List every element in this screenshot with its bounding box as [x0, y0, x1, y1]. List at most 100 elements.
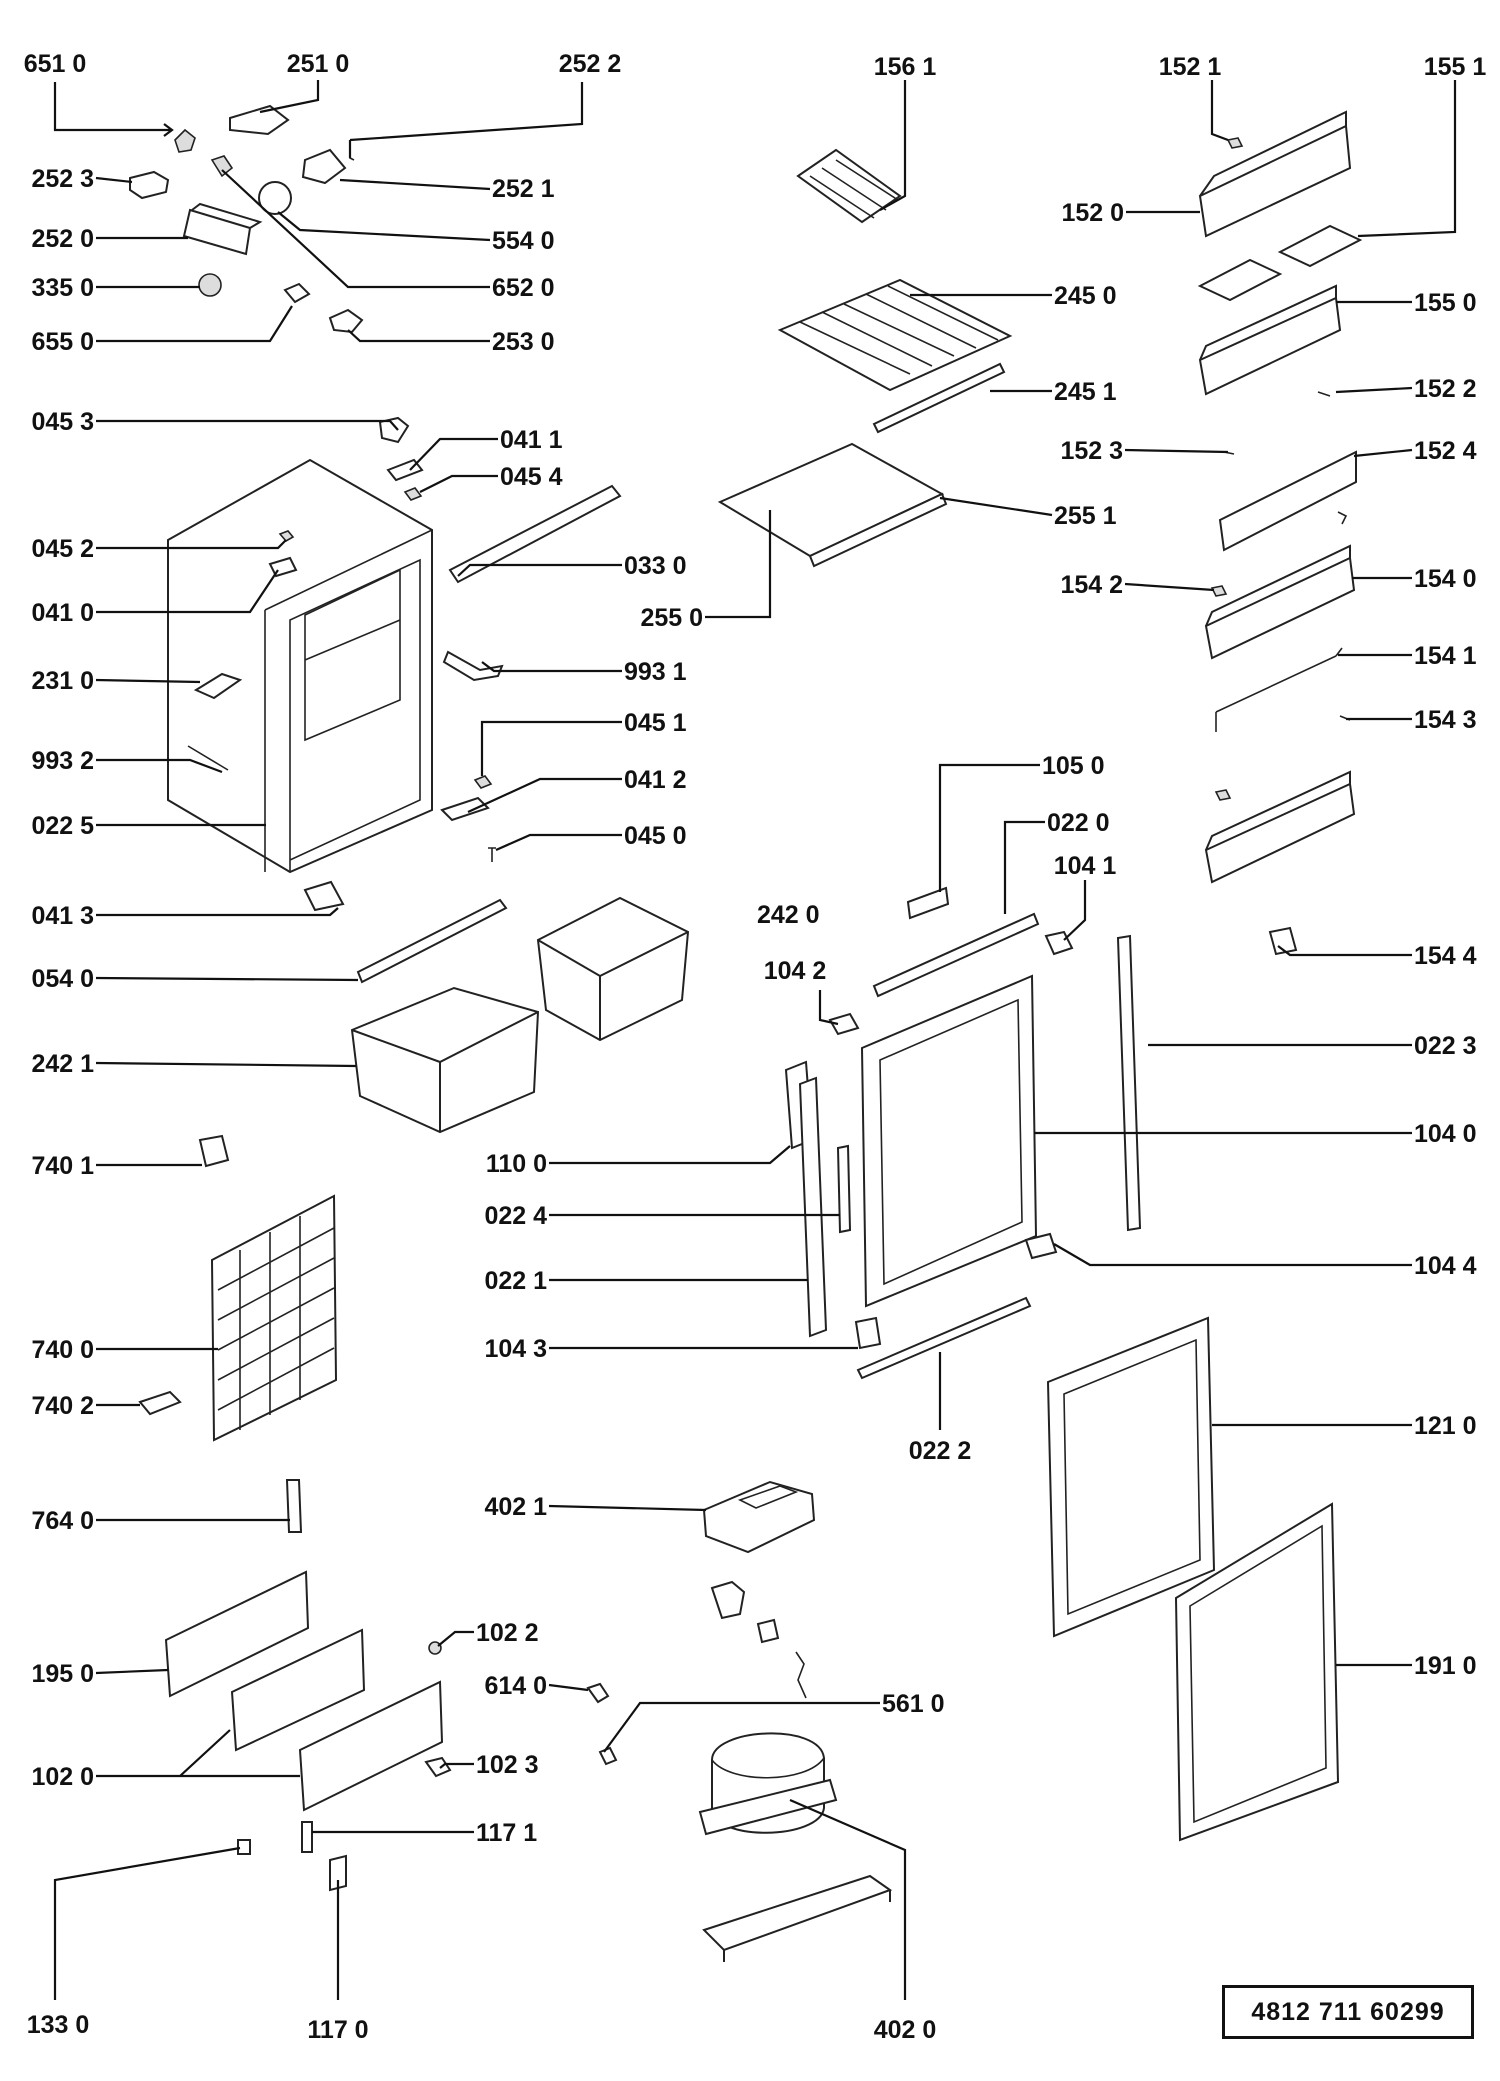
part-cabinet	[167, 458, 433, 874]
label-022-4: 022 4	[484, 1202, 547, 1230]
part-152-2	[1317, 391, 1331, 397]
label-152-4: 152 4	[1414, 437, 1477, 465]
label-155-1: 155 1	[1424, 53, 1487, 81]
part-104-0	[860, 974, 1038, 1308]
part-242-0	[536, 896, 690, 1042]
part-base-plate	[702, 1874, 893, 1962]
label-255-0: 255 0	[640, 604, 703, 632]
label-252-2: 252 2	[559, 50, 622, 78]
part-104-0-inner	[879, 998, 1023, 1286]
part-104-4	[1024, 1232, 1058, 1260]
label-022-0: 022 0	[1047, 809, 1110, 837]
label-652-0: 652 0	[492, 274, 555, 302]
part-231	[193, 672, 243, 700]
part-252-1	[301, 148, 347, 185]
part-554	[258, 181, 292, 215]
label-154-2: 154 2	[1060, 571, 1123, 599]
part-245-1	[872, 362, 1006, 434]
part-104-3	[854, 1316, 882, 1350]
label-251-0: 251 0	[287, 50, 350, 78]
label-245-0: 245 0	[1054, 282, 1117, 310]
label-252-1: 252 1	[492, 175, 555, 203]
part-154-1	[1215, 647, 1343, 732]
part-655	[283, 282, 311, 304]
label-252-0: 252 0	[31, 225, 94, 253]
label-022-2: 022 2	[909, 1437, 972, 1465]
part-764	[285, 1479, 303, 1533]
label-022-1: 022 1	[484, 1267, 547, 1295]
label-154-0: 154 0	[1414, 565, 1477, 593]
part-402-1	[702, 1480, 816, 1554]
part-022-2	[856, 1296, 1032, 1380]
document-number-box: 4812 711 60299	[1222, 1985, 1474, 2039]
label-102-0: 102 0	[31, 1763, 94, 1791]
label-993-2: 993 2	[31, 747, 94, 775]
part-614	[586, 1682, 610, 1704]
label-022-3: 022 3	[1414, 1032, 1477, 1060]
part-041-3	[303, 880, 345, 912]
label-651-0: 651 0	[24, 50, 87, 78]
document-number: 4812 711 60299	[1251, 1998, 1445, 2026]
label-104-3: 104 3	[484, 1335, 547, 1363]
part-cabinet-inner	[304, 568, 401, 742]
part-993-1	[442, 650, 504, 682]
part-402-0-base	[698, 1778, 838, 1836]
part-022-0	[872, 912, 1040, 998]
part-155-1	[1277, 224, 1363, 268]
part-102-0-a	[230, 1628, 366, 1752]
leader-lines	[53, 80, 1457, 2000]
part-740-1	[198, 1134, 230, 1168]
part-lower-shelf	[1204, 770, 1356, 884]
label-152-0: 152 0	[1061, 199, 1124, 227]
label-740-1: 740 1	[31, 1152, 94, 1180]
part-740-0	[210, 1194, 338, 1442]
part-152-4	[1218, 450, 1357, 552]
label-231-0: 231 0	[31, 667, 94, 695]
label-191-0: 191 0	[1414, 1652, 1477, 1680]
label-402-0: 402 0	[874, 2016, 937, 2044]
part-misc-2	[756, 1618, 780, 1644]
label-155-0: 155 0	[1414, 289, 1477, 317]
part-number-labels: 651 0 251 0 252 2 156 1 152 1 155 1 252 …	[24, 50, 1487, 2044]
label-740-0: 740 0	[31, 1336, 94, 1364]
label-133-0: 133 0	[27, 2011, 90, 2039]
part-402-0-top	[711, 1757, 825, 1779]
part-191-inner	[1189, 1524, 1327, 1824]
part-152-0	[1198, 110, 1352, 238]
label-117-1: 117 1	[476, 1819, 537, 1847]
label-104-2: 104 2	[764, 957, 827, 985]
part-561	[598, 1746, 618, 1766]
label-104-4: 104 4	[1414, 1252, 1477, 1280]
label-041-2: 041 2	[624, 766, 687, 794]
label-121-0: 121 0	[1414, 1412, 1477, 1440]
label-655-0: 655 0	[31, 328, 94, 356]
label-152-2: 152 2	[1414, 375, 1477, 403]
part-033	[448, 484, 622, 584]
label-554-0: 554 0	[492, 227, 555, 255]
label-253-0: 253 0	[492, 328, 555, 356]
part-121	[1046, 1316, 1216, 1638]
label-195-0: 195 0	[31, 1660, 94, 1688]
part-191	[1174, 1502, 1340, 1842]
part-misc-1	[710, 1580, 746, 1620]
part-402-1-top	[737, 1485, 799, 1509]
label-104-0: 104 0	[1414, 1120, 1477, 1148]
label-104-1: 104 1	[1054, 852, 1117, 880]
part-104-2	[828, 1012, 860, 1036]
part-drawings	[129, 104, 1363, 1962]
label-117-0: 117 0	[307, 2016, 368, 2044]
label-402-1: 402 1	[484, 1493, 547, 1521]
label-041-1: 041 1	[500, 426, 563, 454]
part-054	[356, 898, 508, 984]
part-045-4	[403, 487, 423, 501]
part-740-0-coils	[217, 1216, 335, 1430]
label-242-0: 242 0	[757, 901, 820, 929]
label-045-4: 045 4	[500, 463, 563, 491]
part-045-1	[473, 775, 493, 789]
part-251	[229, 104, 290, 136]
part-993-2	[187, 745, 229, 771]
label-045-3: 045 3	[31, 408, 94, 436]
label-154-4: 154 4	[1414, 942, 1477, 970]
part-cabinet-front	[264, 529, 433, 872]
part-154-0	[1204, 544, 1356, 660]
